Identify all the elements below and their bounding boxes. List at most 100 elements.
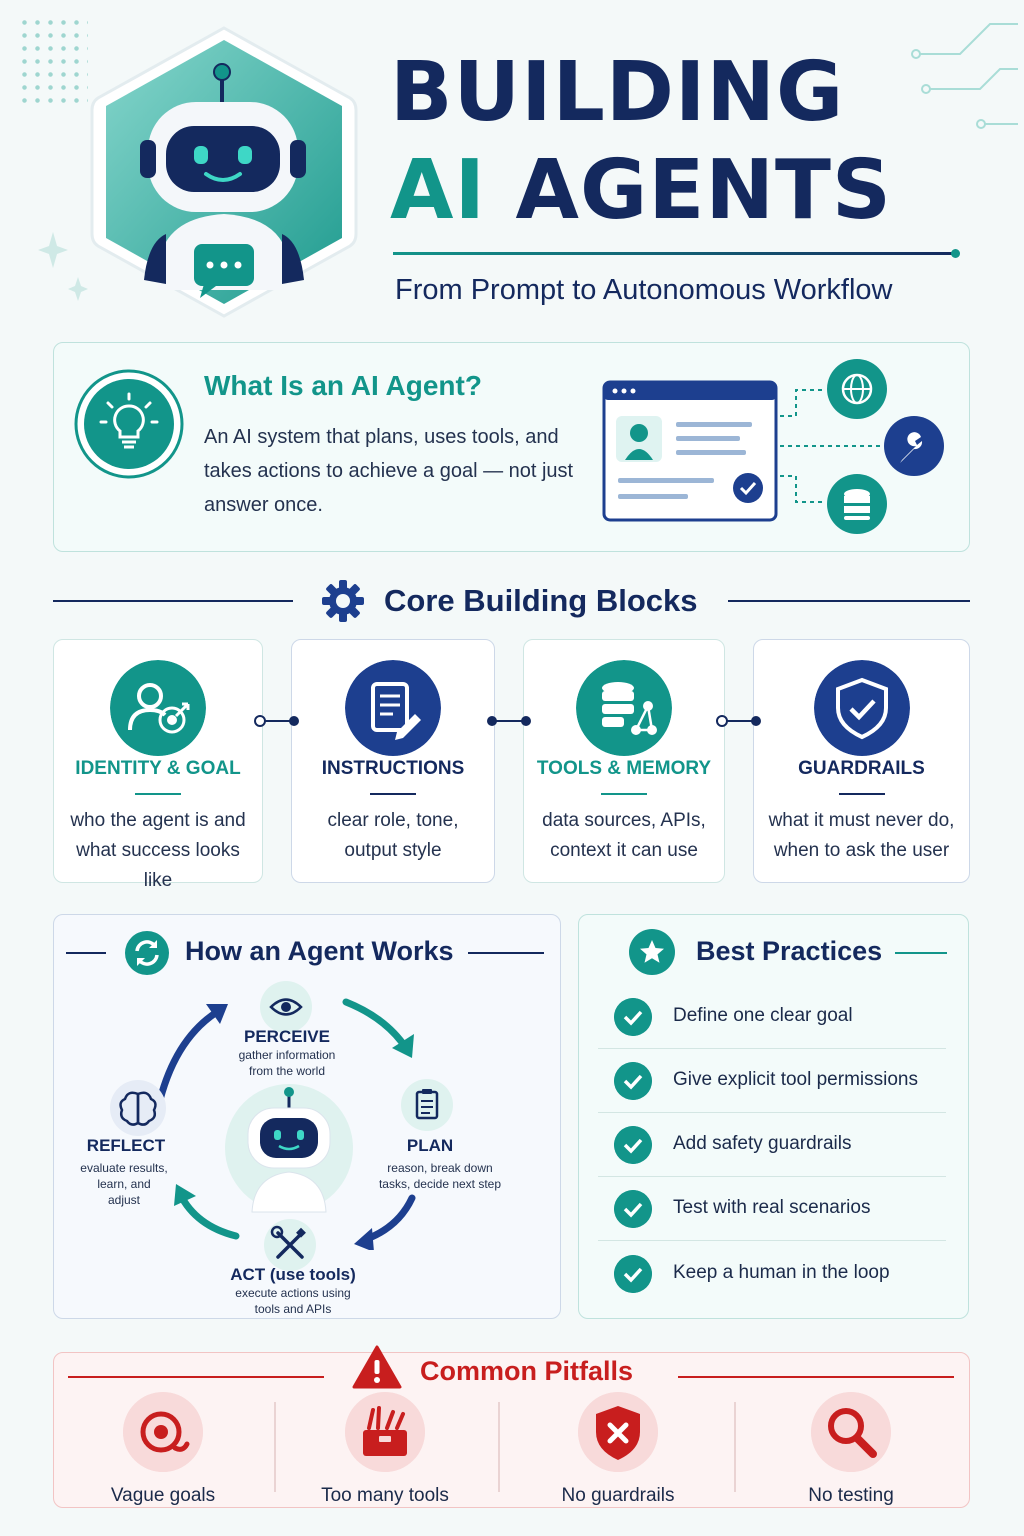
pitfalls-rule-left [68,1376,324,1378]
divider [598,1047,946,1049]
title-underline [393,249,960,258]
warning-triangle-icon [352,1345,402,1389]
block-title: GUARDRAILS [798,758,925,779]
divider [498,1402,500,1492]
best-practice-label: Add safety guardrails [673,1133,852,1154]
section-rule-left [53,600,293,602]
block-rule [370,793,416,795]
check-circle-icon [614,1126,652,1164]
connector-dots-3 [716,715,761,727]
target-off-icon [123,1392,203,1472]
circuit-decoration-icon [911,23,1018,129]
block-identity-goal: IDENTITY & GOAL who the agent is and wha… [53,639,263,891]
tools-wrench-screwdriver-icon [264,1219,316,1271]
sparkle-icon [38,232,88,301]
best-practice-item: Add safety guardrails [598,1113,946,1177]
robot-hexagon-logo [90,26,358,318]
document-pen-icon [345,660,441,756]
best-practice-label: Give explicit tool permissions [673,1069,918,1090]
title-ai: AI [390,143,486,238]
divider [598,1239,946,1241]
block-title: IDENTITY & GOAL [75,758,241,779]
block-instructions: INSTRUCTIONS clear role, tone, output st… [291,639,495,883]
check-circle-icon [614,998,652,1036]
database-network-icon [576,660,672,756]
check-circle-icon [614,1062,652,1100]
decorative-dot-grid [18,16,88,106]
gear-icon [322,580,364,622]
block-description: what it must never do, when to ask the u… [768,810,955,861]
what-is-description: An AI system that plans, uses tools, and… [204,426,574,516]
best-practice-label: Keep a human in the loop [673,1262,890,1283]
star-badge-icon [629,929,675,975]
block-title: INSTRUCTIONS [321,758,465,779]
step-title: PLAN [406,1136,454,1155]
agent-tools-illustration [602,359,944,534]
divider [598,1175,946,1177]
best-practice-item: Test with real scenarios [598,1177,946,1241]
pitfall-item: No guardrails [518,1392,718,1507]
best-rule-right [895,952,947,954]
pitfall-label: Vague goals [110,1485,216,1506]
lightbulb-icon [74,369,184,479]
block-rule [838,793,885,795]
best-practice-item: Keep a human in the loop [598,1242,946,1306]
pitfall-item: Vague goals [63,1392,263,1507]
best-practice-item: Define one clear goal [598,985,946,1049]
core-blocks-title: Core Building Blocks [384,583,698,618]
block-description: clear role, tone, output style [327,810,459,861]
block-rule [135,793,181,795]
check-circle-icon [614,1190,652,1228]
brain-icon [110,1080,166,1136]
divider [274,1402,276,1492]
shield-check-icon [813,660,910,756]
check-circle-icon [614,1255,652,1293]
divider [734,1402,736,1492]
step-title: REFLECT [86,1136,166,1155]
what-is-title: What Is an AI Agent? [204,370,482,401]
step-title: PERCEIVE [244,1027,330,1046]
step-title: ACT (use tools) [230,1265,356,1284]
block-description: data sources, APIs, context it can use [542,810,706,861]
page-title-line2: AI AGENTS [390,150,892,232]
pitfalls-rule-right [678,1376,954,1378]
refresh-cycle-icon [125,931,169,975]
block-title: TOOLS & MEMORY [536,758,712,779]
agent-cycle-arrows [154,998,416,1250]
step-description: gather information from the world [238,1048,336,1078]
title-agents: AGENTS [515,143,892,238]
best-practice-label: Test with real scenarios [673,1197,871,1218]
best-practices-title: Best Practices [696,936,883,966]
how-rule-left [66,952,106,954]
step-description: execute actions using tools and APIs [235,1286,351,1316]
connector-dots-1 [254,715,299,727]
step-description: reason, break down tasks, decide next st… [378,1161,502,1191]
block-guardrails: GUARDRAILS what it must never do, when t… [753,639,970,883]
pitfall-item: Too many tools [285,1392,485,1507]
eye-icon [260,981,312,1033]
connector-dots-2 [487,716,531,726]
best-practice-item: Give explicit tool permissions [598,1049,946,1113]
how-title: How an Agent Works [185,936,454,966]
how-rule-right [468,952,544,954]
page-title-line1: BUILDING [390,45,845,140]
block-tools-memory: TOOLS & MEMORY data sources, APIs, conte… [523,639,725,883]
best-practice-label: Define one clear goal [673,1005,853,1026]
person-target-icon [110,660,206,756]
clipboard-list-icon [401,1079,453,1131]
page-subtitle: From Prompt to Autonomous Workflow [395,274,893,306]
pitfall-label: No testing [808,1485,894,1506]
shield-x-icon [578,1392,658,1472]
step-description: evaluate results, learn, and adjust [80,1161,168,1207]
what-is-card [53,342,970,552]
block-description: who the agent is and what success looks … [70,810,246,891]
block-rule [601,793,647,795]
magnifier-icon [811,1392,891,1472]
best-practices-card [578,914,969,1319]
section-rule-right [728,600,970,602]
pitfall-item: No testing [751,1392,951,1507]
pitfall-label: No guardrails [561,1485,675,1506]
pitfalls-title: Common Pitfalls [420,1356,634,1386]
center-robot-icon [225,1084,353,1213]
pitfall-label: Too many tools [321,1485,449,1506]
